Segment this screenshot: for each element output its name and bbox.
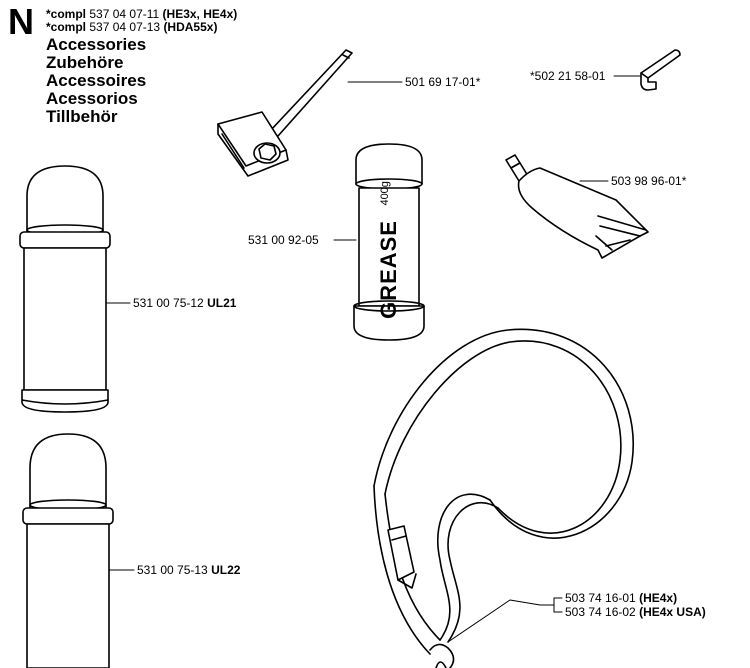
cartridge-weight-text: 400g	[379, 181, 391, 206]
grease-cartridge	[353, 143, 425, 341]
title-german: Zubehöre	[46, 53, 124, 72]
compl-prefix: *compl	[46, 7, 87, 21]
compl-number: 537 04 07-13	[89, 20, 161, 34]
spray-can-ul22	[22, 433, 114, 668]
compl-prefix: *compl	[46, 20, 87, 34]
grease-tube	[505, 154, 649, 259]
harness-strap	[373, 328, 634, 668]
part-label-grease-tube: 503 98 96-01*	[611, 174, 687, 188]
spray-can-ul21	[19, 165, 111, 413]
part-suffix: UL22	[211, 563, 241, 577]
part-suffix: (HE4x)	[639, 591, 678, 605]
hex-key	[640, 49, 681, 91]
compl-line-1: *compl 537 04 07-11 (HE3x, HE4x)	[46, 8, 237, 21]
compl-models: (HE3x, HE4x)	[162, 7, 238, 21]
compl-number: 537 04 07-11	[89, 7, 160, 21]
leader-lines	[105, 75, 642, 643]
part-label-grease-cartridge: 531 00 92-05	[248, 233, 319, 247]
part-suffix: UL21	[207, 296, 237, 310]
part-label-harness-2: 503 74 16-02 (HE4x USA)	[565, 606, 706, 619]
title-swedish: Tillbehör	[46, 107, 118, 126]
title-french: Accessoires	[46, 71, 147, 90]
part-number: 531 00 75-13	[137, 563, 208, 577]
combination-wrench	[217, 49, 353, 177]
part-number: 503 74 16-01	[565, 591, 636, 605]
compl-line-2: *compl 537 04 07-13 (HDA55x)	[46, 21, 217, 34]
part-label-wrench: 501 69 17-01*	[405, 75, 481, 89]
part-number: 531 00 75-12	[133, 296, 204, 310]
title-spanish: Acessorios	[46, 89, 138, 108]
compl-models: (HDA55x)	[163, 20, 218, 34]
section-letter: N	[8, 1, 34, 42]
cartridge-grease-text: GREASE	[376, 220, 401, 319]
part-label-can-ul21: 531 00 75-12 UL21	[133, 297, 236, 310]
part-number: 503 74 16-02	[565, 605, 636, 619]
part-suffix: (HE4x USA)	[639, 605, 706, 619]
part-label-hex-key: *502 21 58-01	[530, 69, 606, 83]
part-label-harness-1: 503 74 16-01 (HE4x)	[565, 592, 677, 605]
title-english: Accessories	[46, 35, 147, 54]
part-label-can-ul22: 531 00 75-13 UL22	[137, 564, 240, 577]
